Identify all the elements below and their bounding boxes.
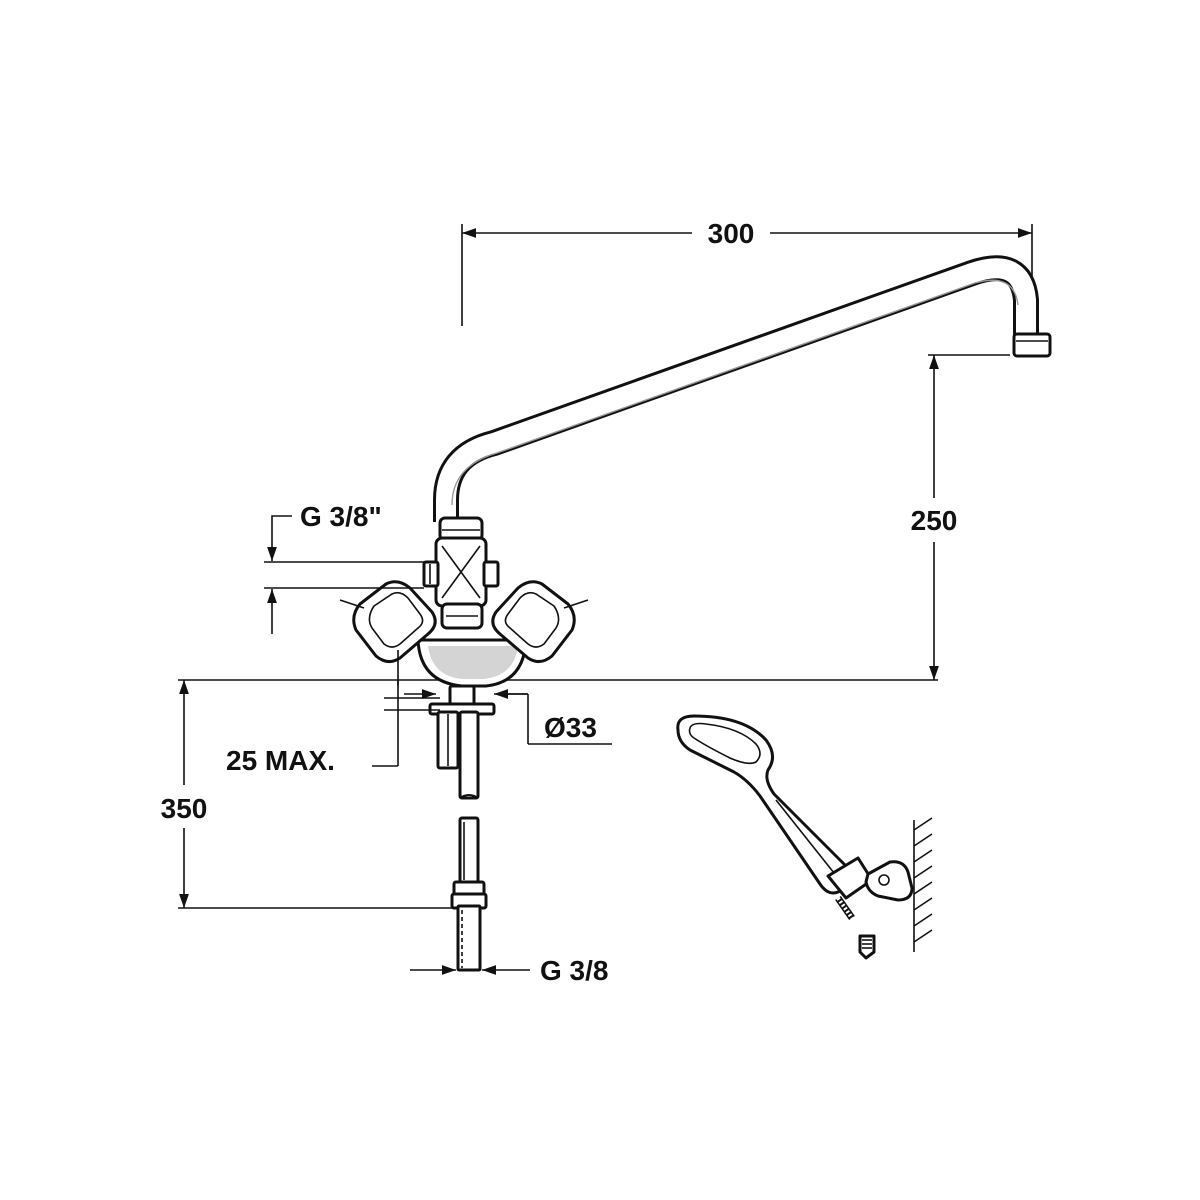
aerator-nozzle [1012, 332, 1052, 358]
dimension-deck-hole: Ø33 [404, 689, 612, 745]
dimension-supply-length: 350 [161, 680, 456, 909]
shower-wall-holder [826, 817, 933, 960]
dimension-spout-reach: 300 [461, 218, 1033, 332]
mounting-stud [428, 684, 496, 800]
supply-hose-lower [450, 816, 488, 972]
spout-reach-label: 300 [708, 218, 755, 249]
dimension-supply-thread: G 3/8 [410, 955, 608, 986]
dimension-inlet-thread: G 3/8" [264, 501, 424, 634]
right-handle [491, 580, 589, 663]
fixing-screw [858, 934, 876, 960]
supply-thread-label: G 3/8 [540, 955, 608, 986]
supply-hose-upper [458, 710, 480, 800]
left-handle [339, 580, 437, 663]
deck-hole-label: Ø33 [544, 712, 597, 743]
mixer-body [416, 516, 528, 688]
hand-shower [676, 714, 853, 895]
dimension-deck-thickness: 25 MAX. [226, 650, 440, 776]
inlet-thread-label: G 3/8" [300, 501, 382, 532]
supply-length-label: 350 [161, 793, 208, 824]
spout-height-label: 250 [911, 505, 958, 536]
deck-thickness-label: 25 MAX. [226, 745, 335, 776]
dimension-spout-height: 250 [911, 354, 1010, 680]
spout [433, 255, 1052, 522]
